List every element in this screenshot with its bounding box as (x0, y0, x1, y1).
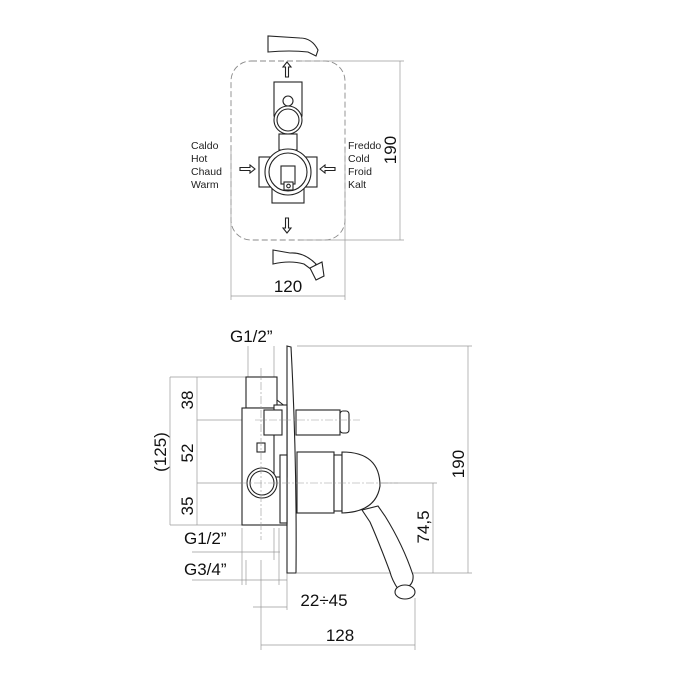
label-freddo: Freddo (348, 140, 381, 152)
arrow-left-icon (319, 163, 336, 175)
handle-screw (286, 183, 291, 189)
depth-total-dim: 128 (326, 626, 354, 645)
handle-dome (341, 451, 381, 514)
label-chaud: Chaud (191, 166, 222, 178)
front-width-dim: 120 (274, 277, 302, 296)
diverter-cap (282, 95, 294, 107)
label-caldo: Caldo (191, 140, 219, 152)
label-hot: Hot (191, 153, 207, 165)
width-dimension-line (230, 150, 346, 300)
label-kalt: Kalt (348, 179, 366, 191)
arrow-down-icon (281, 217, 293, 234)
bottom-thread-1: G1/2” (184, 529, 227, 548)
diverter-nut-inner (276, 108, 300, 132)
diverter-stem (295, 409, 341, 436)
label-warm: Warm (191, 179, 219, 191)
dim-38: 38 (178, 391, 197, 410)
shower-head (309, 261, 325, 281)
height-dimension-line (300, 60, 404, 241)
arrow-right-icon (239, 163, 256, 175)
front-height-dim: 190 (381, 136, 400, 164)
neck (278, 133, 298, 151)
dim-35: 35 (178, 497, 197, 516)
stem-rear (263, 409, 283, 436)
cold-labels: Freddo Cold Froid Kalt (348, 140, 381, 191)
cover-plate (286, 345, 297, 574)
diverter-knob (339, 410, 350, 434)
arrow-up-icon (281, 61, 293, 78)
extension-lines (169, 345, 472, 650)
inner-spacer (279, 454, 288, 524)
inlet-pipe (245, 376, 278, 409)
lever-handle (361, 505, 414, 590)
mixer-sleeve (296, 451, 335, 514)
hot-labels: Caldo Hot Chaud Warm (191, 140, 222, 191)
side-view: G1/2” 38 52 35 (125) G1/2” G3/4” 190 74,… (151, 327, 472, 650)
side-height-dim: 190 (449, 450, 468, 478)
label-cold: Cold (348, 153, 370, 165)
diverter-nut (273, 105, 303, 135)
shower-arm (272, 249, 317, 271)
handle-base (280, 165, 296, 185)
top-thread-label: G1/2” (230, 327, 273, 346)
front-view: Caldo Hot Chaud Warm Freddo Cold Froid K… (191, 35, 404, 300)
bottom-thread-2: G3/4” (184, 560, 227, 579)
mixer-body-inner (268, 152, 308, 192)
lever-tip (394, 584, 416, 600)
label-froid: Froid (348, 166, 372, 178)
depth-range-dim: 22÷45 (300, 591, 347, 610)
bath-spout (267, 35, 319, 57)
handle-height-dim: 74,5 (414, 510, 433, 543)
handle-tip (283, 181, 294, 191)
dim-52: 52 (178, 444, 197, 463)
dim-125: (125) (151, 432, 170, 472)
